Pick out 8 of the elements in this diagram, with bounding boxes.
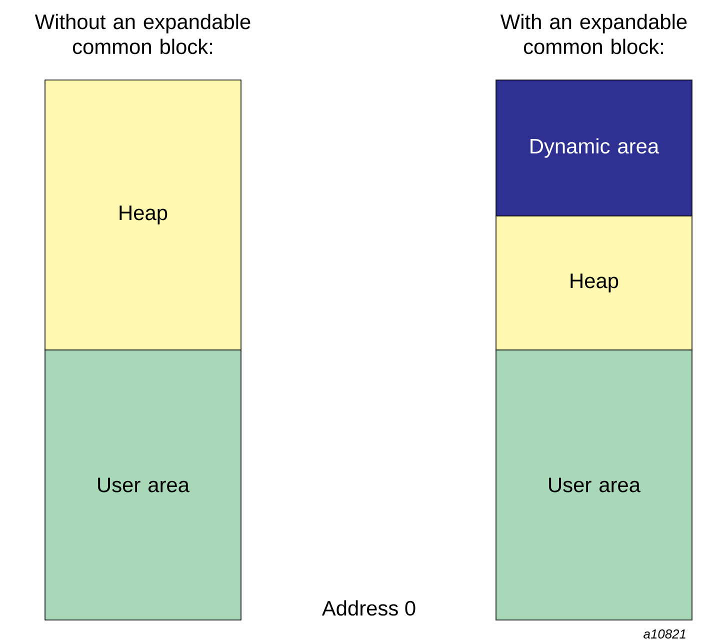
column-heading: With an expandable common block: [500, 14, 687, 54]
memory-block: Heap [44, 80, 242, 350]
memory-block: Dynamic area [496, 80, 692, 216]
memory-block: Heap [496, 216, 692, 350]
column-heading: Without an expandable common block: [34, 14, 250, 54]
address-label: Address 0 [322, 600, 416, 616]
memory-block: User area [44, 350, 242, 620]
memory-block: User area [496, 350, 692, 620]
